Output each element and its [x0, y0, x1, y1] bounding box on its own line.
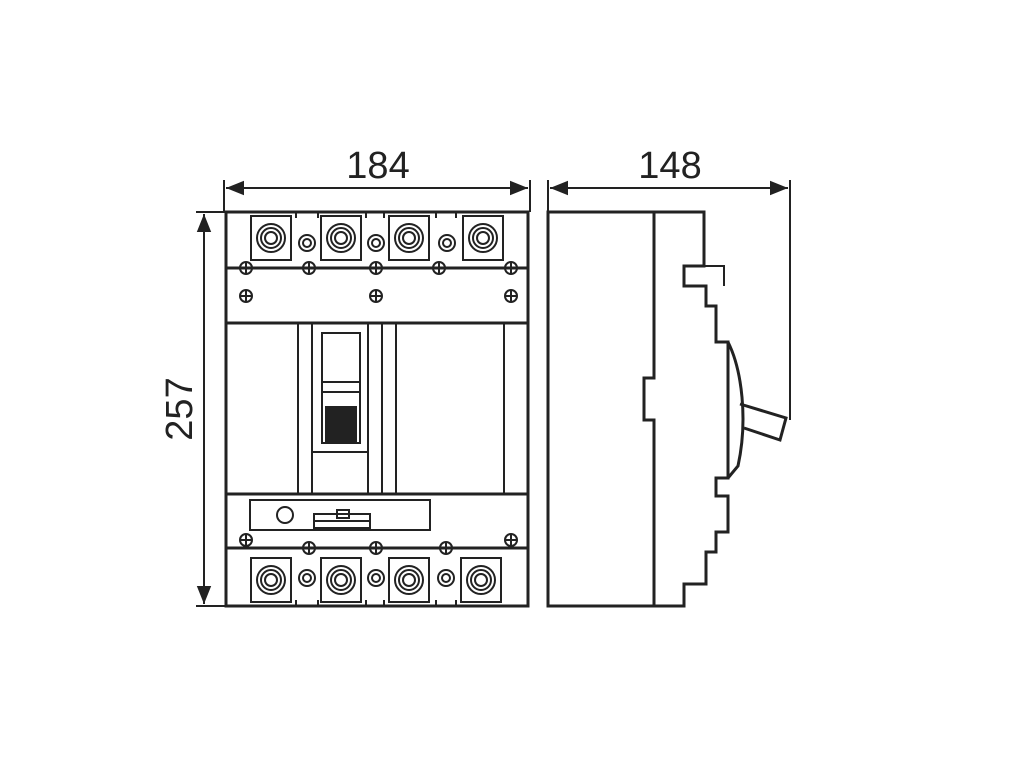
trip-unit-frame [249, 499, 431, 531]
channel-lines [297, 323, 505, 494]
washer-icon [438, 234, 456, 252]
screw-icon [302, 541, 316, 555]
side-step-detail [704, 265, 725, 286]
terminal-icon [388, 215, 430, 261]
washer-icon [367, 569, 385, 587]
handle-lever [739, 402, 788, 442]
terminal-icon [320, 557, 362, 603]
handle-grip [325, 406, 357, 442]
depth-dimension: 148 [547, 145, 791, 420]
height-label: 257 [159, 377, 201, 440]
washer-icon [367, 234, 385, 252]
screw-icon [504, 533, 518, 547]
screw-icon [239, 261, 253, 275]
screw-icon [369, 261, 383, 275]
screw-icon [504, 289, 518, 303]
bottom-notches [295, 600, 457, 606]
bottom-strip-screws [239, 533, 518, 555]
top-terminals [250, 215, 504, 261]
depth-label: 148 [638, 145, 701, 187]
screw-icon [369, 541, 383, 555]
screw-icon [302, 261, 316, 275]
terminal-icon [250, 215, 292, 261]
cover-screws [239, 289, 518, 303]
toggle-handle [321, 332, 361, 444]
side-seam [642, 212, 656, 606]
washer-icon [298, 234, 316, 252]
trip-slider-knob [336, 509, 350, 519]
side-body-outline [546, 210, 730, 608]
screw-icon [439, 541, 453, 555]
screw-icon [239, 289, 253, 303]
handle-boss [726, 341, 745, 479]
width-dimension: 184 [223, 145, 531, 212]
screw-icon [369, 289, 383, 303]
screw-icon [504, 261, 518, 275]
front-body-outline [224, 210, 530, 608]
screw-icon [239, 533, 253, 547]
bottom-terminals [250, 557, 502, 603]
terminal-icon [388, 557, 430, 603]
terminal-icon [462, 215, 504, 261]
top-notches [295, 212, 457, 218]
terminal-icon [460, 557, 502, 603]
indicator-icon [276, 506, 294, 524]
width-label: 184 [346, 145, 409, 187]
washer-icon [437, 569, 455, 587]
side-handle [726, 341, 788, 479]
side-view [546, 210, 788, 608]
screw-icon [432, 261, 446, 275]
trip-unit [249, 499, 431, 531]
terminal-icon [250, 557, 292, 603]
washer-icon [298, 569, 316, 587]
front-view [224, 210, 530, 608]
height-dimension: 257 [159, 211, 226, 607]
handle-frame [321, 332, 361, 444]
terminal-icon [320, 215, 362, 261]
